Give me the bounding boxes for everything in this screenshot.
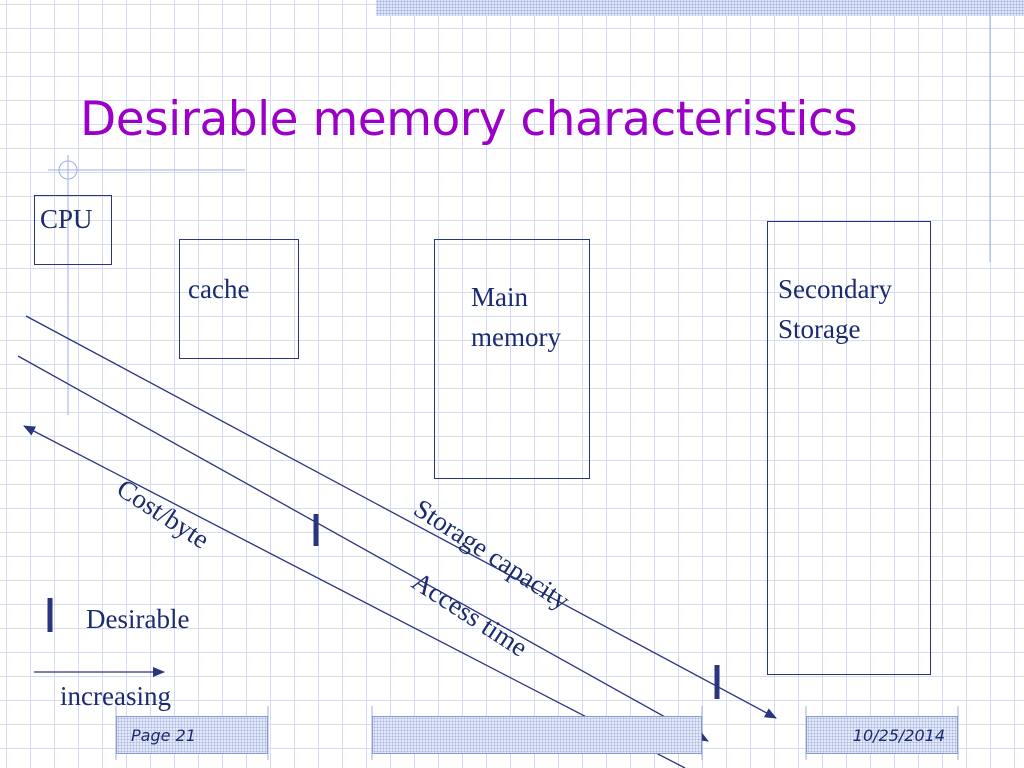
- main-memory-label: Main memory: [471, 282, 561, 352]
- secondary-storage-label: Secondary Storage: [778, 274, 892, 344]
- storage-capacity-line: [25, 315, 777, 719]
- secondary-storage-box: [767, 221, 931, 675]
- main-memory-box: [434, 239, 590, 479]
- page-number: Page 21: [131, 726, 196, 745]
- slide-date: 10/25/2014: [852, 726, 945, 745]
- footer-date-box: 10/25/2014: [806, 716, 958, 754]
- cpu-box: [34, 195, 112, 265]
- legend-desirable-label: Desirable: [86, 604, 190, 634]
- footer-page-box: Page 21: [116, 716, 268, 754]
- cache-box: [179, 239, 299, 359]
- top-decorative-band: [376, 0, 1024, 16]
- footer-center-box: [372, 716, 702, 754]
- cpu-label: CPU: [40, 204, 93, 234]
- cost-per-byte-line: [23, 425, 686, 768]
- legend-increasing-label: increasing: [60, 681, 171, 711]
- slide-title: Desirable memory characteristics: [80, 92, 858, 147]
- access-time-line: [17, 355, 709, 742]
- cache-label: cache: [188, 274, 250, 304]
